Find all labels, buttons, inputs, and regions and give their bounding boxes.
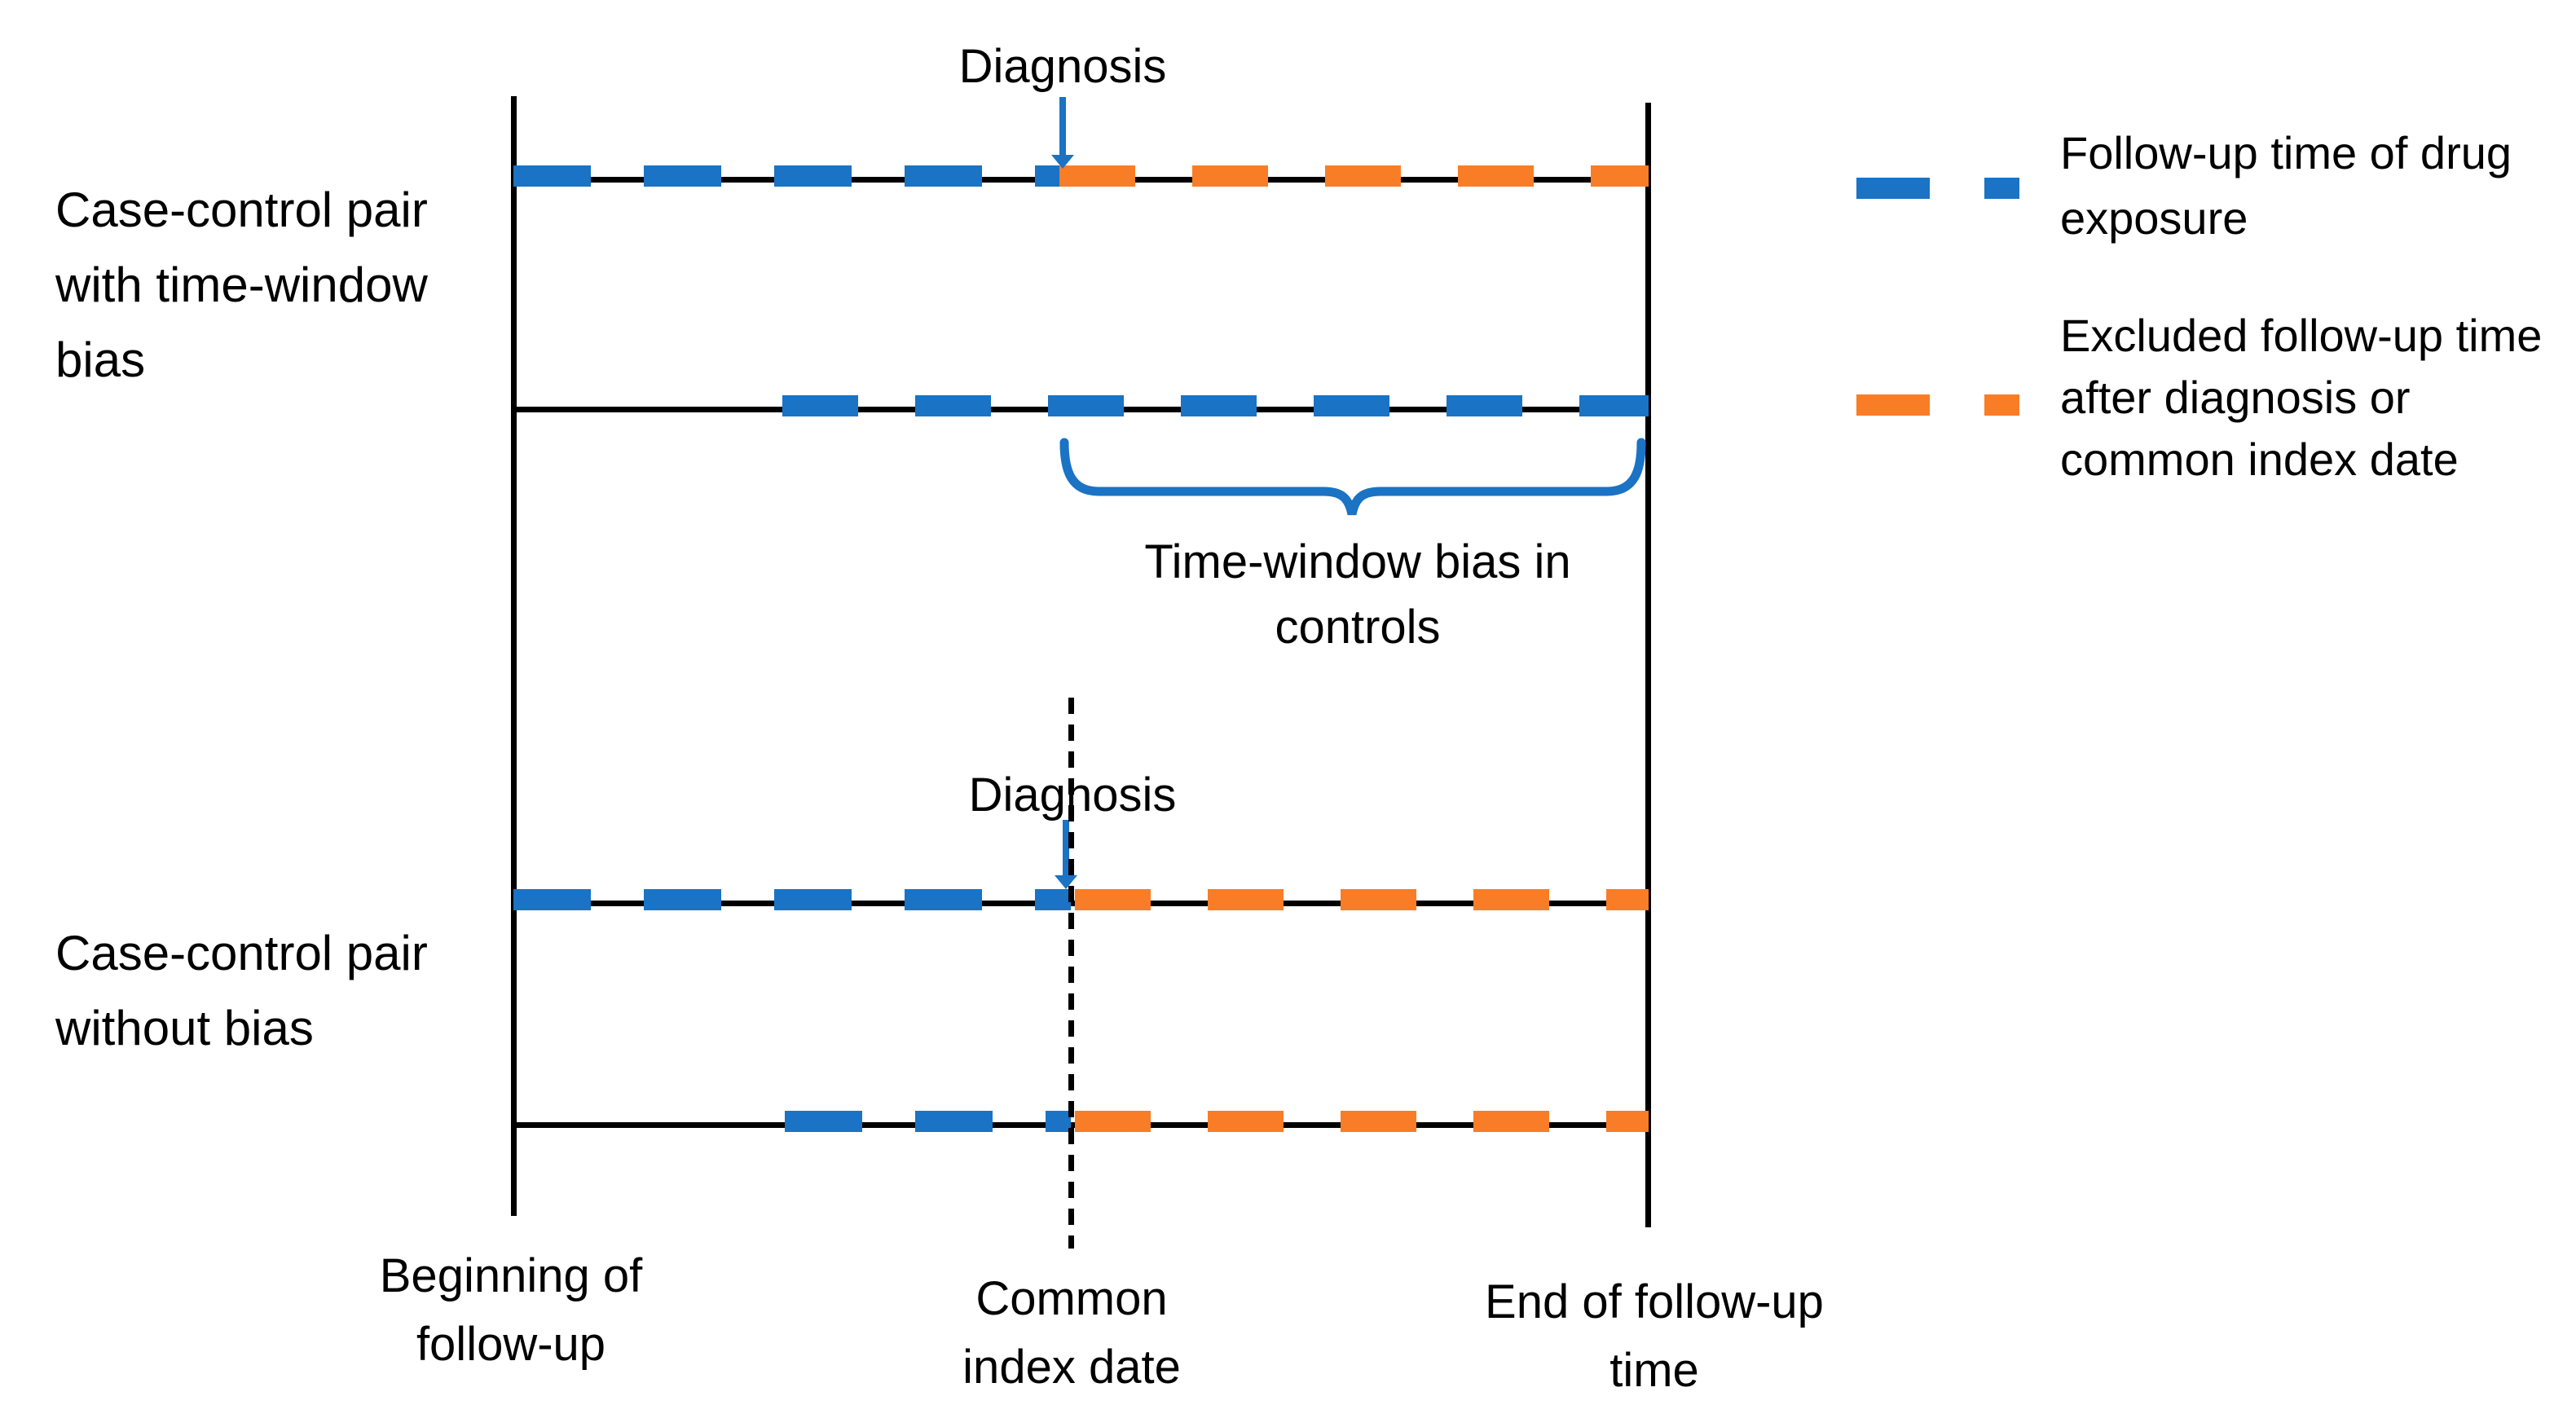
diagnosis-label-top: Diagnosis (958, 40, 1167, 93)
diagnosis-arrow-top-head-icon (1051, 155, 1074, 169)
legend-exposure-label: Follow-up time of drug exposure (2060, 121, 2512, 251)
axis-common-line1: Common (975, 1272, 1168, 1325)
axis-common-line2: index date (962, 1341, 1181, 1394)
legend-excluded-label: Excluded follow-up time after diagnosis … (2060, 305, 2542, 491)
axis-label-beginning: Beginning of follow-up (348, 1242, 674, 1379)
end-of-followup-axis-line (1645, 103, 1651, 1227)
label-biased-pair: Case-control pair with time-window bias (55, 173, 544, 398)
label-unbiased-line2: without bias (55, 1001, 314, 1055)
label-unbiased-line1: Case-control pair (55, 926, 428, 980)
axis-end-line2: time (1609, 1344, 1699, 1397)
biased-case-exposure-dashes (513, 165, 1059, 187)
unbiased-control-exposure-dashes (785, 1111, 1071, 1132)
brace-label: Time-window bias in controls (1113, 530, 1602, 660)
diagnosis-arrow-bottom (1063, 820, 1069, 877)
label-biased-line3: bias (55, 333, 146, 387)
biased-case-excluded-dashes (1059, 165, 1649, 187)
legend-excluded-swatch-short (1984, 394, 2019, 416)
unbiased-control-excluded-dashes (1075, 1111, 1649, 1132)
axis-beginning-line2: follow-up (416, 1318, 606, 1371)
legend-exposure-swatch-long (1856, 178, 1930, 199)
legend-excluded-line2: after diagnosis or (2060, 372, 2411, 423)
label-biased-line1: Case-control pair (55, 183, 428, 237)
biased-control-exposure-dashes (782, 395, 1649, 416)
label-unbiased-pair: Case-control pair without bias (55, 916, 544, 1066)
axis-beginning-line1: Beginning of (379, 1249, 643, 1302)
legend-exposure-swatch-short (1984, 178, 2019, 199)
legend-excluded-line3: common index date (2060, 434, 2459, 485)
time-window-bias-brace-icon (1059, 438, 1646, 516)
axis-label-common-index: Common index date (909, 1265, 1235, 1402)
brace-label-line1: Time-window bias in (1144, 535, 1571, 588)
axis-end-line1: End of follow-up (1485, 1275, 1824, 1328)
common-index-date-dashed-line (1068, 698, 1074, 1249)
beginning-of-followup-axis-line (511, 96, 517, 1216)
legend-excluded-line1: Excluded follow-up time (2060, 310, 2543, 361)
axis-label-end: End of follow-up time (1451, 1268, 1858, 1405)
unbiased-case-exposure-dashes (513, 889, 1071, 910)
diagnosis-arrow-top (1059, 97, 1066, 157)
legend-excluded-swatch-long (1856, 394, 1930, 416)
legend-exposure-line2: exposure (2060, 192, 2248, 244)
brace-label-line2: controls (1275, 601, 1441, 654)
label-biased-line2: with time-window (55, 258, 428, 312)
unbiased-case-excluded-dashes (1075, 889, 1649, 910)
legend-exposure-line1: Follow-up time of drug (2060, 127, 2512, 178)
